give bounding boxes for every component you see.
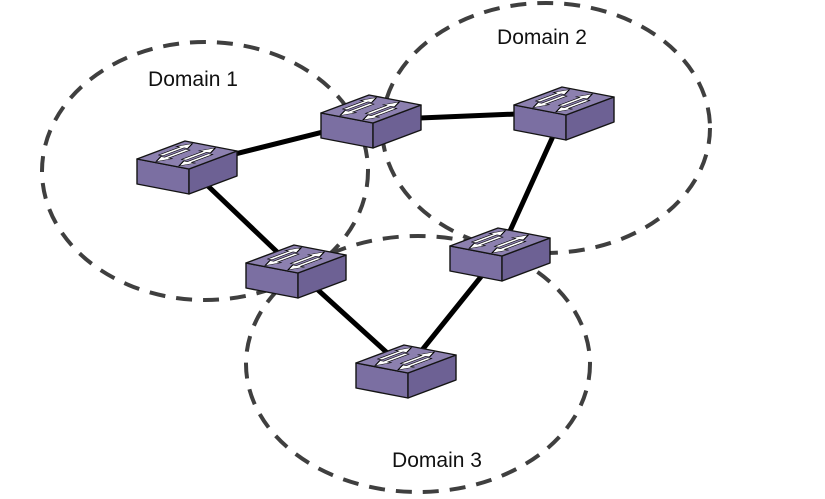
switch-node-6 [354,343,458,400]
domain-1-label: Domain 1 [148,68,238,91]
switch-node-3 [512,85,616,142]
domain-3-boundary [244,234,592,494]
switch-node-4 [244,243,348,300]
domain-1-boundary [40,40,370,302]
switch-node-1 [135,139,239,196]
domain-3-label: Domain 3 [392,449,482,472]
switch-node-2 [319,93,423,150]
domain-2-label: Domain 2 [497,26,587,49]
